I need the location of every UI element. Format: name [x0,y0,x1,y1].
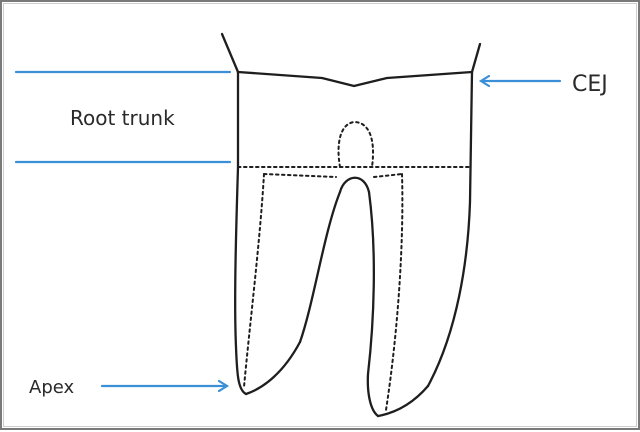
mesial-root-outer [235,72,246,394]
mesial-root-inner [300,192,340,342]
distal-root-outer [428,72,472,386]
cej-label: CEJ [572,72,608,97]
crown-left-edge [222,34,238,72]
mesial-canal-inner [264,174,336,177]
pulp-chamber-horn [339,122,373,167]
crown-right-edge [472,44,480,72]
distal-root-inner [368,192,378,416]
mesial-canal-outer [244,174,264,387]
furcation [340,178,369,192]
distal-canal-inner [374,174,402,177]
cej-line [238,72,472,86]
root-trunk-label: Root trunk [70,106,175,130]
distal-canal-outer [386,174,402,410]
distal-root-apex [378,386,428,416]
apex-label: Apex [29,377,74,398]
mesial-root-apex [246,342,300,394]
